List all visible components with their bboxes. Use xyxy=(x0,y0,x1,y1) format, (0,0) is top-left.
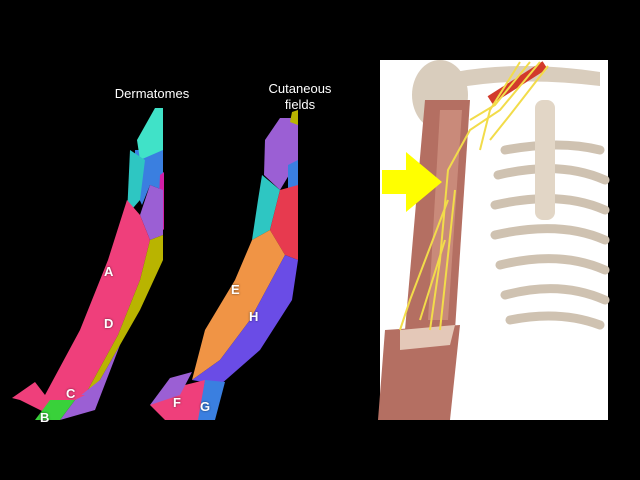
dermatome-region-hand xyxy=(12,382,85,415)
cutaneous-region-teal xyxy=(252,175,280,240)
cutaneous-region-g xyxy=(198,380,225,420)
label-e: E xyxy=(231,282,240,297)
cutaneous-region-blue-upper xyxy=(288,160,298,190)
elbow-tendon xyxy=(400,325,455,350)
cutaneous-region-e xyxy=(192,230,285,380)
cutaneous-arm xyxy=(150,110,298,420)
dermatome-region-d xyxy=(85,235,163,395)
dermatome-region-purple-upper xyxy=(140,185,163,240)
cutaneous-region-f xyxy=(150,380,205,420)
dermatome-region-teal xyxy=(127,150,145,215)
cutaneous-title-line1: Cutaneous xyxy=(268,81,332,96)
cutaneous-fields-title: Cutaneous fields xyxy=(252,81,348,113)
cutaneous-region-olive xyxy=(290,110,298,125)
anatomy-illustration xyxy=(378,60,610,420)
pointer-arrow xyxy=(382,152,442,212)
brachial-plexus-nerves xyxy=(399,61,549,331)
label-c: C xyxy=(66,386,76,401)
label-d: D xyxy=(104,316,114,331)
dermatome-region-cyan xyxy=(137,108,163,160)
cutaneous-region-thumb xyxy=(150,372,192,405)
rib-cage xyxy=(490,140,610,330)
cutaneous-title-line2: fields xyxy=(284,97,316,112)
label-h: H xyxy=(249,309,259,324)
dermatome-region-a xyxy=(45,200,150,395)
dermatomes-title: Dermatomes xyxy=(114,86,190,101)
forearm xyxy=(378,325,460,420)
cutaneous-region-red xyxy=(270,185,298,260)
label-a: A xyxy=(104,264,114,279)
dermatome-region-b xyxy=(35,400,75,420)
dermatome-region-c xyxy=(60,345,120,420)
dermatomes-arm xyxy=(12,108,164,420)
sternum xyxy=(535,100,555,220)
label-f: F xyxy=(173,395,181,410)
cutaneous-region-h xyxy=(192,255,298,385)
label-g: G xyxy=(200,399,211,414)
label-b: B xyxy=(40,410,50,425)
